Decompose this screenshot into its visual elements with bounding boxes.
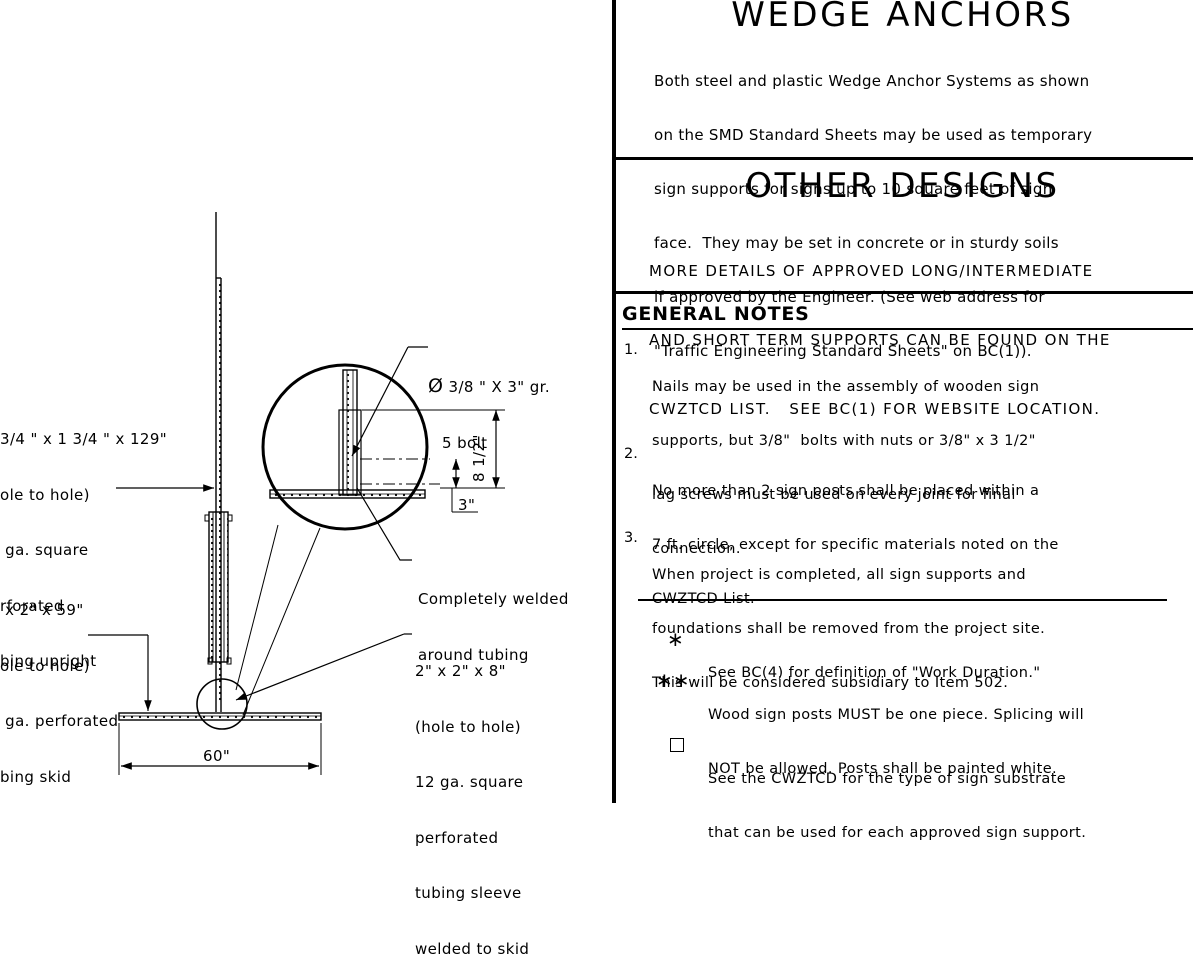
upright-post bbox=[204, 212, 233, 712]
weld-label: Completely welded around tubing bbox=[418, 590, 569, 664]
asterisk-icon: ∗ bbox=[667, 627, 684, 651]
general-notes-title: GENERAL NOTES bbox=[622, 303, 810, 325]
double-asterisk-icon: ∗∗ bbox=[656, 668, 690, 692]
other-designs-title: OTHER DESIGNS bbox=[745, 166, 1060, 206]
skid-label: x 2" x 59" ole to hole) ga. perforated b… bbox=[0, 601, 119, 786]
diameter-icon: Ø bbox=[428, 375, 444, 397]
divider-2 bbox=[612, 291, 1193, 294]
divider-4 bbox=[638, 599, 1167, 601]
leader-lines bbox=[88, 484, 412, 716]
sign-support-drawing bbox=[88, 212, 505, 775]
skid bbox=[118, 712, 322, 721]
dim-60 bbox=[118, 723, 322, 775]
wedge-anchors-title: WEDGE ANCHORS bbox=[731, 0, 1074, 35]
sleeve-label: 2" x 2" x 8" (hole to hole) 12 ga. squar… bbox=[415, 662, 530, 958]
divider-3 bbox=[622, 328, 1193, 330]
other-designs-text: MORE DETAILS OF APPROVED LONG/INTERMEDIA… bbox=[649, 262, 1111, 418]
weld-detail bbox=[261, 346, 505, 561]
dim-8-half-label: 8 1/2" bbox=[470, 434, 488, 482]
notes-panel: WEDGE ANCHORS Both steel and plastic Wed… bbox=[612, 0, 1193, 841]
upright-label: 3/4 " x 1 3/4 " x 129" ole to hole) ga. … bbox=[0, 430, 168, 670]
wedge-anchors-text: Both steel and plastic Wedge Anchor Syst… bbox=[654, 72, 1093, 360]
dim-60-label: 60" bbox=[203, 747, 231, 765]
bolt-label: Ø 3/8 " X 3" gr. 5 bolt bbox=[428, 375, 551, 452]
square-box-icon bbox=[670, 738, 684, 752]
divider-1 bbox=[612, 157, 1193, 160]
detail-callout-circle bbox=[196, 678, 248, 730]
panel-border-left bbox=[612, 0, 616, 803]
dim-3-label: 3" bbox=[458, 496, 476, 514]
